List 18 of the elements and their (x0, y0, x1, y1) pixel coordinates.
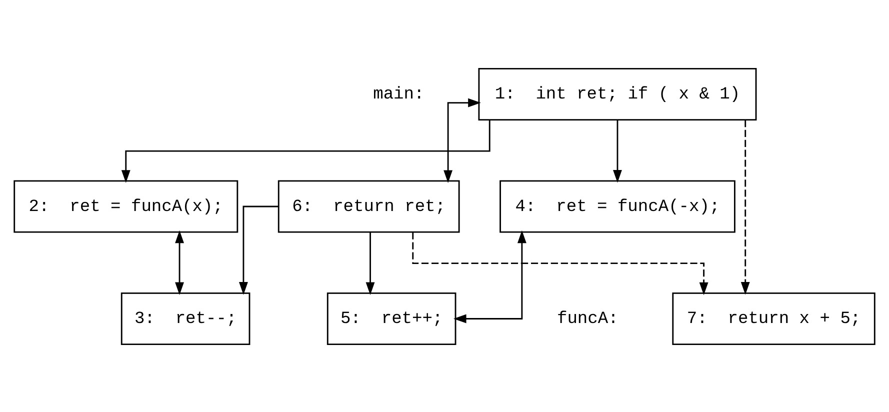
node-box: 2: ret = funcA(x); (14, 180, 238, 232)
arrow (453, 230, 526, 323)
arrow (366, 232, 375, 294)
node-box: 7: return x + 5; (672, 292, 876, 345)
node-label: main: (373, 85, 424, 104)
node-box: 5: ret++; (326, 292, 456, 345)
node-box: 1: int ret; if ( x & 1) (478, 67, 757, 120)
arrow (613, 120, 622, 182)
node-box: 6: return ret; (278, 180, 460, 232)
arrow (175, 230, 184, 294)
arrow (412, 232, 708, 295)
arrow (238, 205, 278, 294)
arrow (121, 120, 490, 182)
arrow (740, 120, 750, 294)
node-label: funcA: (556, 310, 618, 329)
arrow (444, 98, 481, 183)
node-box: 4: ret = funcA(-x); (500, 180, 736, 232)
node-box: 3: ret--; (120, 292, 250, 345)
